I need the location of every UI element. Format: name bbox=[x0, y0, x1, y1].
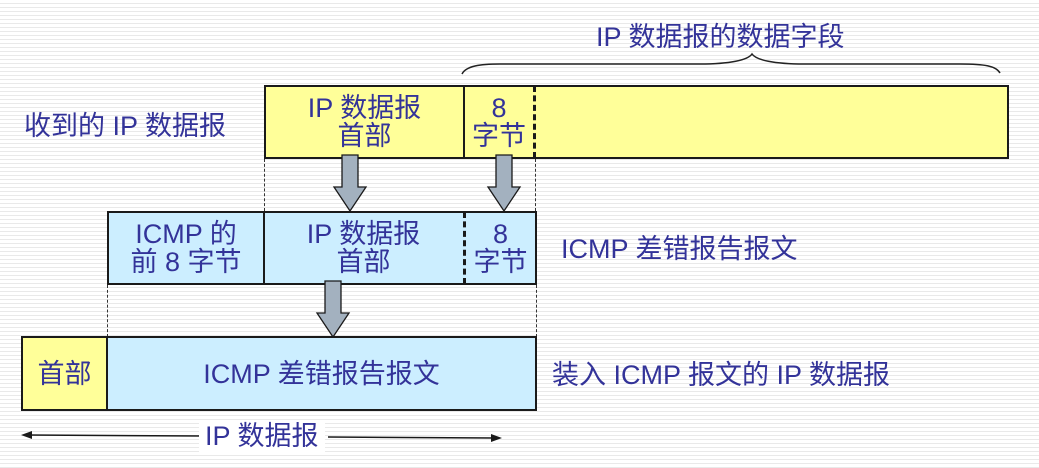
dashed-divider bbox=[533, 86, 536, 158]
data-field-brace bbox=[461, 52, 1001, 75]
cell-text: ICMP 差错报告报文 bbox=[203, 358, 440, 389]
down-arrow-icon bbox=[332, 154, 368, 213]
copied-8-bytes-cell: 8 字节 bbox=[466, 213, 535, 283]
guide-line bbox=[264, 159, 265, 211]
ip-header-cell: 首部 bbox=[23, 338, 106, 409]
cell-line2: 前 8 字节 bbox=[130, 247, 242, 277]
cell-line2: 字节 bbox=[472, 121, 526, 151]
cell-line1: 8 bbox=[492, 219, 509, 249]
guide-line bbox=[107, 285, 108, 337]
icmp-payload-cell: ICMP 差错报告报文 bbox=[108, 338, 535, 409]
guide-line bbox=[535, 159, 536, 211]
row1-label: 收到的 IP 数据报 bbox=[24, 111, 227, 141]
cell-text: 首部 bbox=[37, 358, 92, 389]
received-8-bytes-cell: 8 字节 bbox=[465, 87, 533, 157]
dashed-divider bbox=[463, 212, 466, 284]
cell-line2: 首部 bbox=[336, 247, 391, 277]
ip-datagram-span-label: IP 数据报 bbox=[199, 420, 325, 452]
received-ip-header-cell: IP 数据报 首部 bbox=[266, 87, 463, 157]
guide-line bbox=[536, 285, 537, 337]
cell-line1: IP 数据报 bbox=[307, 93, 422, 123]
cell-line1: IP 数据报 bbox=[306, 219, 421, 249]
copied-ip-header-cell: IP 数据报 首部 bbox=[265, 213, 462, 283]
down-arrow-icon bbox=[315, 280, 351, 339]
cell-line1: ICMP 的 bbox=[135, 219, 237, 249]
divider bbox=[106, 337, 108, 410]
received-ip-datagram bbox=[264, 85, 1009, 159]
row3-label: 装入 ICMP 报文的 IP 数据报 bbox=[552, 360, 891, 390]
divider bbox=[463, 86, 465, 158]
cell-line2: 字节 bbox=[473, 247, 528, 277]
row2-label: ICMP 差错报告报文 bbox=[561, 234, 798, 264]
cell-line1: 8 bbox=[491, 93, 507, 123]
down-arrow-icon bbox=[486, 154, 522, 213]
data-field-title: IP 数据报的数据字段 bbox=[596, 22, 845, 52]
cell-line2: 首部 bbox=[337, 121, 392, 151]
divider bbox=[263, 212, 265, 284]
icmp-first-8-bytes-cell: ICMP 的 前 8 字节 bbox=[109, 213, 263, 283]
span-arrow bbox=[21, 431, 502, 442]
